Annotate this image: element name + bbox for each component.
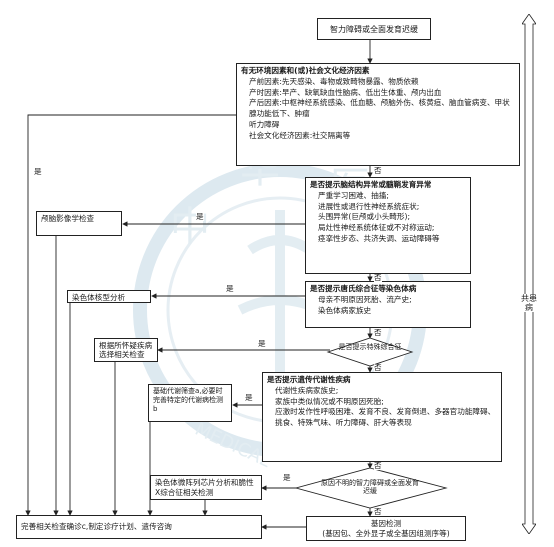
unexplained-text: 原因不明的智力障碍或全面发育迟缓 <box>321 479 419 496</box>
label-no-risk: 否 <box>374 166 382 175</box>
final-diagnosis-box: 完善相关检查确诊c,制定诊疗计划、遗传咨询 <box>16 515 262 539</box>
gene-test-detail: (基因包、全外显子或全基因组测序等) <box>322 528 450 538</box>
final-diagnosis-text: 完善相关检查确诊c,制定诊疗计划、遗传咨询 <box>21 522 172 531</box>
comorbidity-arrow <box>522 14 536 534</box>
special-syndrome-text: 是否提示特殊综合征 <box>338 343 402 351</box>
brain-item-2: 进展性或退行性神经系统症状; <box>318 201 420 211</box>
label-no-metabolic: 否 <box>374 461 382 470</box>
metabolic-screen-text: 基础代谢筛查a,必要时完善特定的代谢病检测b <box>153 387 223 414</box>
metabolic-disease-box: 是否提示遗传代谢性疾病 代谢性疾病家族史; 家族中类似情况或不明原因死胎; 应激… <box>262 372 502 462</box>
karyotype-text: 染色体核型分析 <box>72 293 126 302</box>
comorbidity-label: 共患病 <box>521 294 537 313</box>
risk-item-hearing: 听力障碍 <box>249 119 280 129</box>
gene-test-box: 基因检测 (基因包、全外显子或全基因组测序等) <box>306 516 466 541</box>
brain-item-3: 头围异常(巨颅或小头畸形); <box>318 212 411 222</box>
metabolic-item-3: 应激时发作性呼吸困难、发育不良、发育倒退、多器官功能障碍、挑食、特殊气味、听力障… <box>275 407 496 428</box>
risk-factors-box: 有无环境因素和(或)社会文化经济因素 产前因素:先天感染、毒物或致畸物暴露、物质… <box>236 63 520 166</box>
label-no-down: 否 <box>374 328 382 337</box>
targeted-test-text: 根据所怀疑疾病选择相关检查 <box>99 341 153 360</box>
microarray-box: 染色体微阵列芯片分析和脆性X综合征相关检测 <box>150 475 262 500</box>
label-yes-metabolic: 是 <box>245 393 253 402</box>
label-yes-brain: 是 <box>196 212 204 221</box>
risk-item-social: 社会文化经济因素:社交隔离等 <box>249 130 351 140</box>
metabolic-heading: 是否提示遗传代谢性疾病 <box>267 375 351 384</box>
title-text: 智力障碍或全面发育迟缓 <box>330 25 418 34</box>
decision-unexplained <box>294 467 448 509</box>
title-box: 智力障碍或全面发育迟缓 <box>317 18 431 40</box>
chromosome-disease-box: 是否提示唐氏综合征等染色体病 母亲不明原因死胎、流产史; 染色体病家族史 <box>305 281 471 328</box>
metabolic-item-1: 代谢性疾病家族史; <box>275 385 339 395</box>
label-no-brain: 否 <box>374 273 382 282</box>
brain-item-1: 严重学习困难、抽搐; <box>318 190 389 200</box>
microarray-text: 染色体微阵列芯片分析和脆性X综合征相关检测 <box>155 478 254 497</box>
brain-item-4: 局灶性神经系统体征或不对称运动; <box>318 223 435 233</box>
brain-imaging-text: 颅脑影像学检查 <box>41 214 95 223</box>
risk-item-postnatal: 产后因素:中枢神经系统感染、低血糖、颅脑外伤、核黄疸、脑血管病变、甲状腺功能低下… <box>249 98 510 119</box>
brain-structure-box: 是否提示脑结构异常或髓鞘发育异常 严重学习困难、抽搐; 进展性或退行性神经系统症… <box>305 177 471 274</box>
risk-heading: 有无环境因素和(或)社会文化经济因素 <box>241 66 370 75</box>
karyotype-box: 染色体核型分析 <box>67 290 151 303</box>
label-yes-down: 是 <box>226 284 234 293</box>
label-yes-risk: 是 <box>34 167 42 176</box>
down-heading: 是否提示唐氏综合征等染色体病 <box>310 284 417 293</box>
label-yes-unexplained: 是 <box>283 473 291 482</box>
risk-item-perinatal: 产时因素:早产、缺氧缺血性脑病、低出生体重、颅内出血 <box>249 87 442 97</box>
brain-heading: 是否提示脑结构异常或髓鞘发育异常 <box>310 180 432 189</box>
down-item-2: 染色体病家族史 <box>318 305 372 315</box>
decision-special-syndrome <box>326 337 414 367</box>
risk-item-prenatal: 产前因素:先天感染、毒物或致畸物暴露、物质依赖 <box>249 76 419 86</box>
down-item-1: 母亲不明原因死胎、流产史; <box>318 294 412 304</box>
label-no-special: 否 <box>374 363 382 372</box>
targeted-test-box: 根据所怀疑疾病选择相关检查 <box>94 338 158 362</box>
brain-item-5: 痉挛性步态、共济失调、运动障碍等 <box>318 233 440 243</box>
label-yes-special: 是 <box>258 339 266 348</box>
label-no-unexplained: 否 <box>374 507 382 516</box>
metabolic-screen-box: 基础代谢筛查a,必要时完善特定的代谢病检测b <box>148 384 232 422</box>
brain-imaging-box: 颅脑影像学检查 <box>36 211 122 236</box>
metabolic-item-2: 家族中类似情况或不明原因死胎; <box>275 396 384 406</box>
gene-test-title: 基因检测 <box>370 519 402 528</box>
